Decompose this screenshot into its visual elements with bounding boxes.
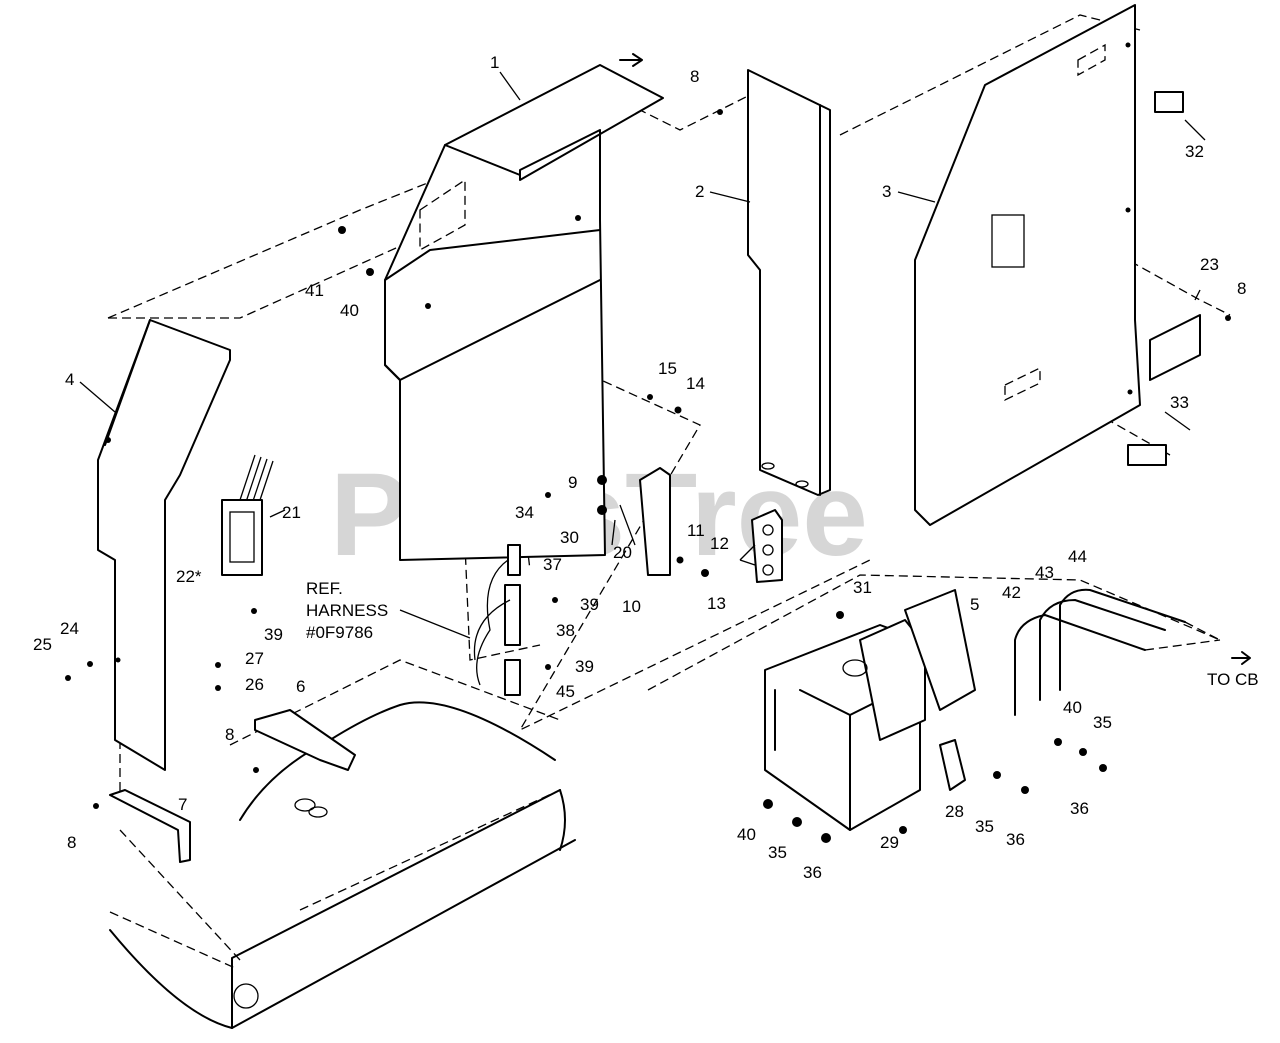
callout-6: 6 [296,677,305,696]
panel-part-2 [747,69,831,496]
callout-8-left: 8 [67,833,76,852]
callout-45: 45 [556,682,575,701]
callout-36-right: 36 [1070,799,1089,818]
callout-35-right: 35 [1093,713,1112,732]
to-cb-label: TO CB [1207,670,1259,689]
callout-26: 26 [245,675,264,694]
callout-28: 28 [945,802,964,821]
terminal-strip-part-10 [639,467,671,576]
callout-4: 4 [65,370,74,389]
callout-14: 14 [686,374,705,393]
callout-13: 13 [707,594,726,613]
callout-3: 3 [882,182,891,201]
callout-37: 37 [543,555,562,574]
callout-23: 23 [1200,255,1219,274]
callout-21: 21 [282,503,301,522]
ref-harness-line2: HARNESS [306,601,388,620]
harness-connectors [473,544,521,696]
callout-15: 15 [658,359,677,378]
callout-36-left: 36 [803,863,822,882]
callout-20: 20 [613,543,632,562]
callout-39-upper: 39 [580,595,599,614]
regulator-part-21 [221,454,274,576]
panel-part-1 [384,53,664,561]
terminal-block-part-13 [751,509,783,583]
callout-33: 33 [1170,393,1189,412]
callout-39-lower: 39 [575,657,594,676]
callout-34: 34 [515,503,534,522]
callout-12: 12 [710,534,729,553]
callout-30: 30 [560,528,579,547]
notes: REF. HARNESS #0F9786 TO CB [306,579,1259,689]
base-frame [109,701,576,1029]
callout-40-top: 40 [340,301,359,320]
callout-31: 31 [853,578,872,597]
callout-42: 42 [1002,583,1021,602]
callout-9: 9 [568,473,577,492]
callout-10: 10 [622,597,641,616]
leader-lines [79,71,1206,639]
hardware [65,91,1231,843]
callout-27: 27 [245,649,264,668]
battery-cables [1014,588,1251,716]
panel-part-4 [97,319,231,771]
callout-43: 43 [1035,563,1054,582]
callout-29: 29 [880,833,899,852]
callout-1: 1 [490,53,499,72]
callout-11: 11 [687,521,705,540]
callout-24: 24 [60,619,79,638]
callout-44: 44 [1068,547,1087,566]
breaker-assembly-part-5 [764,589,976,831]
callout-40-right: 40 [1063,698,1082,717]
callout-40-left: 40 [737,825,756,844]
callout-2: 2 [695,182,704,201]
callout-35-left: 35 [768,843,787,862]
ref-harness-line3: #0F9786 [306,623,373,642]
callout-22: 22* [176,567,202,586]
callout-8-top: 8 [690,67,699,86]
callout-labels: 1 2 3 4 5 6 7 8 8 8 8 9 10 11 12 13 14 1… [33,53,1246,882]
ref-harness-line1: REF. [306,579,343,598]
callout-32: 32 [1185,142,1204,161]
panel-part-3 [914,4,1141,526]
callout-5: 5 [970,595,979,614]
callout-38: 38 [556,621,575,640]
callout-39-left: 39 [264,625,283,644]
callout-8-right: 8 [1237,279,1246,298]
bracket-part-7 [109,789,191,863]
callout-35-mid: 35 [975,817,994,836]
callout-25: 25 [33,635,52,654]
callout-41: 41 [305,281,324,300]
callout-7: 7 [178,795,187,814]
bracket-part-6 [254,709,356,771]
callout-36-mid: 36 [1006,830,1025,849]
callout-8-mid: 8 [225,725,234,744]
